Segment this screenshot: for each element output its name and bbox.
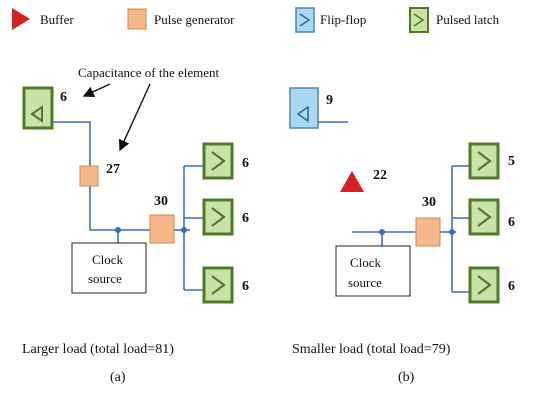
buffer-legend-icon (12, 8, 30, 30)
latch-b3-value: 6 (508, 279, 515, 294)
pulse-generator-b (415, 217, 441, 247)
capacitance-annotation: Capacitance of the element (78, 65, 220, 80)
caption-a: Larger load (total load=81) (22, 342, 174, 357)
pulsed-latch-b2 (468, 198, 500, 236)
pulse-generator-legend-icon (127, 8, 147, 30)
clock-source-a-line1: Clock (92, 252, 124, 267)
latch-top-value: 6 (60, 90, 67, 105)
panel-a: Capacitance of the element 6 27 30 (22, 65, 249, 385)
legend-flip-flop-label: Flip-flop (320, 12, 366, 27)
flip-flop-legend-icon (295, 7, 315, 33)
pulse-gen-large-value: 30 (154, 194, 168, 209)
pulse-generator-small (79, 165, 99, 187)
legend-pulse-generator-label: Pulse generator (154, 12, 235, 27)
legend-buffer-label: Buffer (40, 12, 74, 27)
clock-source-b-line2: source (348, 275, 382, 290)
pulsed-latch-a2 (202, 198, 234, 236)
legend: Buffer Pulse generator Flip-flop Pulsed … (12, 7, 500, 33)
pulse-gen-small-value: 27 (106, 162, 120, 177)
clock-source-a-line2: source (88, 271, 122, 286)
pulse-generator-large (149, 214, 175, 244)
clock-source-b-line1: Clock (350, 255, 382, 270)
clock-source-b (335, 245, 411, 297)
pulsed-latch-a1 (202, 142, 234, 180)
pulse-gen-b-value: 30 (422, 195, 436, 210)
caption-b: Smaller load (total load=79) (292, 342, 451, 357)
latch-a2-value: 6 (242, 211, 249, 226)
buffer-b (340, 171, 364, 192)
latch-a1-value: 6 (242, 156, 249, 171)
sub-label-a: (a) (110, 370, 126, 385)
flip-flop-b (289, 87, 319, 129)
flip-flop-value: 9 (326, 93, 333, 108)
pulsed-latch-b1 (468, 142, 500, 180)
clock-source-a (71, 242, 147, 294)
pulsed-latch-top (22, 86, 54, 130)
sub-label-b: (b) (398, 370, 415, 385)
latch-b2-value: 6 (508, 215, 515, 230)
legend-pulsed-latch-label: Pulsed latch (436, 12, 500, 27)
buffer-value: 22 (373, 168, 387, 183)
pulsed-latch-b3 (468, 266, 500, 304)
latch-a3-value: 6 (242, 279, 249, 294)
panel-b: 9 22 30 5 6 6 Clock source (289, 87, 515, 385)
latch-b1-value: 5 (508, 154, 515, 169)
pulsed-latch-a3 (202, 266, 234, 304)
pulsed-latch-legend-icon (409, 7, 429, 33)
